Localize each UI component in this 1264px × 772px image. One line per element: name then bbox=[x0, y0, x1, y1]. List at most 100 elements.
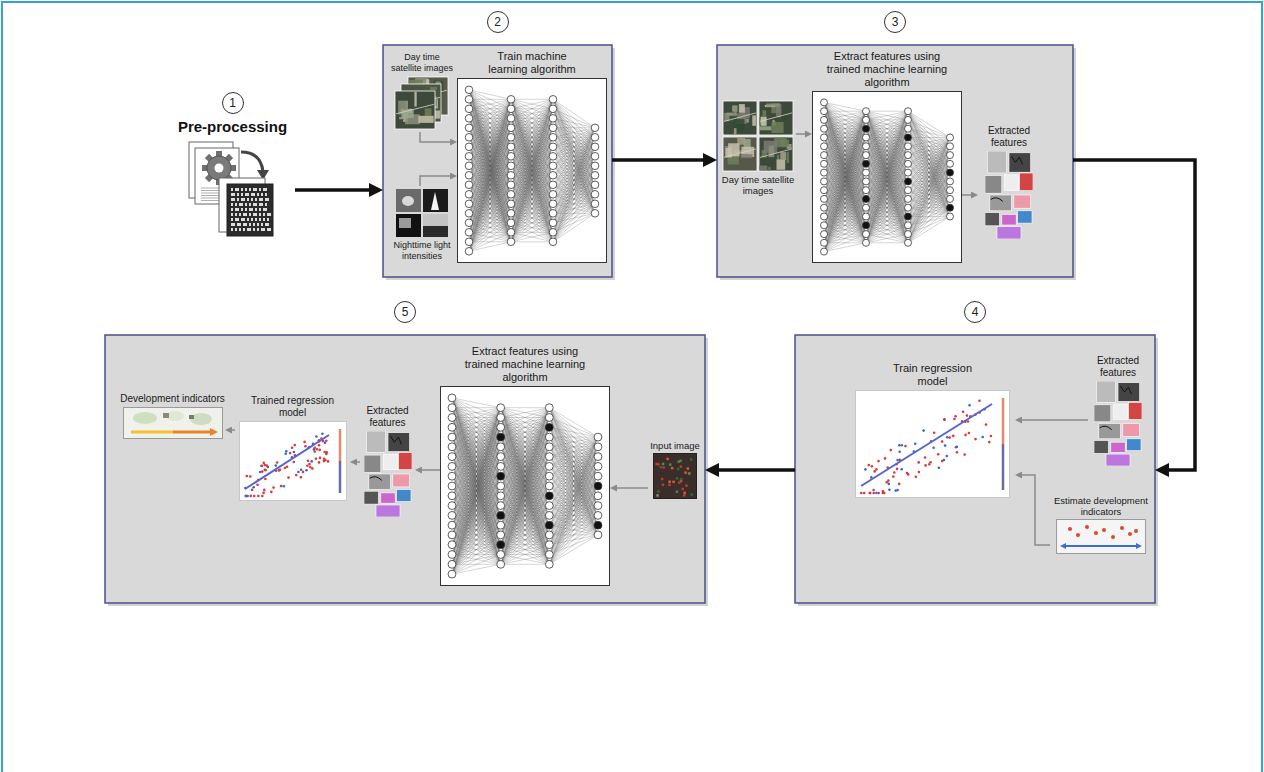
figure-detail bbox=[676, 491, 679, 494]
data-point bbox=[906, 472, 909, 475]
data-point bbox=[968, 404, 971, 407]
data-point bbox=[305, 469, 308, 472]
network-neuron bbox=[545, 521, 553, 529]
figure-detail bbox=[263, 188, 267, 191]
figure-detail bbox=[231, 193, 235, 196]
network-neuron bbox=[545, 492, 553, 500]
network-neuron bbox=[465, 181, 473, 189]
figure-detail bbox=[190, 413, 212, 425]
node-label: Trained regression model bbox=[238, 395, 348, 419]
figure-detail bbox=[235, 218, 239, 221]
data-point bbox=[1128, 532, 1132, 536]
network-neuron bbox=[862, 231, 869, 238]
data-point bbox=[872, 492, 875, 495]
data-point bbox=[275, 461, 278, 464]
data-point bbox=[249, 475, 252, 478]
data-point bbox=[860, 492, 863, 495]
neural-network: Train machine learning algorithm bbox=[457, 50, 607, 265]
network-neuron bbox=[507, 143, 515, 151]
network-neuron bbox=[591, 134, 599, 142]
data-point bbox=[932, 446, 935, 449]
network-neuron bbox=[591, 124, 599, 132]
data-point bbox=[1068, 527, 1072, 531]
network-neuron bbox=[591, 143, 599, 151]
data-point bbox=[864, 468, 867, 471]
data-point bbox=[922, 429, 925, 432]
network-neuron bbox=[465, 219, 473, 227]
figure-detail bbox=[259, 198, 263, 201]
figure-detail bbox=[690, 458, 693, 461]
callout-number: 1 bbox=[222, 92, 244, 114]
network-neuron bbox=[862, 178, 869, 185]
figure-detail bbox=[769, 146, 775, 158]
figure-detail bbox=[991, 156, 1023, 201]
data-point bbox=[318, 449, 321, 452]
network-neuron bbox=[497, 472, 505, 480]
figure-detail bbox=[777, 159, 786, 169]
figure-detail bbox=[231, 218, 233, 221]
stage-panel: 5Development indicatorsTrained regressio… bbox=[105, 335, 705, 603]
data-point bbox=[884, 457, 887, 460]
network-neuron bbox=[591, 162, 599, 170]
network-neuron bbox=[862, 160, 869, 167]
figure-detail bbox=[752, 115, 756, 125]
network-neuron bbox=[448, 551, 456, 559]
data-point bbox=[252, 486, 255, 489]
data-point bbox=[964, 434, 967, 437]
data-point bbox=[290, 446, 293, 449]
feature-patch bbox=[1009, 153, 1031, 172]
network-neuron bbox=[946, 178, 953, 185]
figure-detail bbox=[239, 213, 241, 216]
data-point bbox=[928, 463, 931, 466]
feature-maps: Extracted features bbox=[1088, 355, 1148, 468]
network-neuron bbox=[820, 134, 827, 141]
network-neuron bbox=[904, 125, 911, 132]
network-neuron bbox=[946, 204, 953, 211]
data-point bbox=[898, 444, 901, 447]
data-point bbox=[871, 465, 874, 468]
strip-frame bbox=[1057, 520, 1146, 554]
satellite-tile bbox=[759, 101, 793, 135]
data-point bbox=[937, 453, 940, 456]
network-neuron bbox=[465, 124, 473, 132]
scale-bar bbox=[1002, 398, 1005, 444]
network-neuron bbox=[497, 511, 505, 519]
node-label: Extract features using trained machine l… bbox=[458, 345, 593, 384]
network-neuron bbox=[862, 143, 869, 150]
network-neuron bbox=[448, 560, 456, 568]
network-neuron bbox=[946, 195, 953, 202]
figure-detail bbox=[425, 108, 432, 116]
network-neuron bbox=[545, 423, 553, 431]
feature-collage bbox=[1094, 381, 1142, 466]
data-point bbox=[888, 483, 891, 486]
network-neuron bbox=[594, 453, 602, 461]
figure-detail bbox=[762, 110, 766, 116]
network-neuron bbox=[862, 108, 869, 115]
figure-detail bbox=[396, 104, 434, 114]
figure-detail bbox=[257, 228, 259, 231]
network-neuron bbox=[507, 200, 515, 208]
range-line bbox=[1065, 545, 1137, 547]
data-point bbox=[285, 465, 288, 468]
scale-arrow bbox=[131, 431, 173, 434]
data-point bbox=[297, 471, 300, 474]
plot-frame bbox=[239, 422, 346, 501]
network-neuron bbox=[465, 134, 473, 142]
figure-detail bbox=[255, 208, 257, 211]
data-point bbox=[898, 451, 901, 454]
node-label: Nighttime light intensities bbox=[390, 240, 454, 262]
network-neuron bbox=[545, 462, 553, 470]
figure-detail bbox=[406, 101, 408, 110]
gear bbox=[207, 156, 231, 180]
data-point bbox=[245, 495, 248, 498]
network-neuron bbox=[549, 172, 557, 180]
panel-fill bbox=[717, 45, 1073, 277]
data-point bbox=[261, 495, 264, 498]
data-point bbox=[962, 410, 965, 413]
data-point bbox=[244, 495, 247, 498]
network-neuron bbox=[549, 134, 557, 142]
figure-detail bbox=[245, 208, 247, 211]
figure-detail bbox=[231, 188, 233, 191]
data-point bbox=[260, 465, 263, 468]
network-neuron bbox=[904, 169, 911, 176]
